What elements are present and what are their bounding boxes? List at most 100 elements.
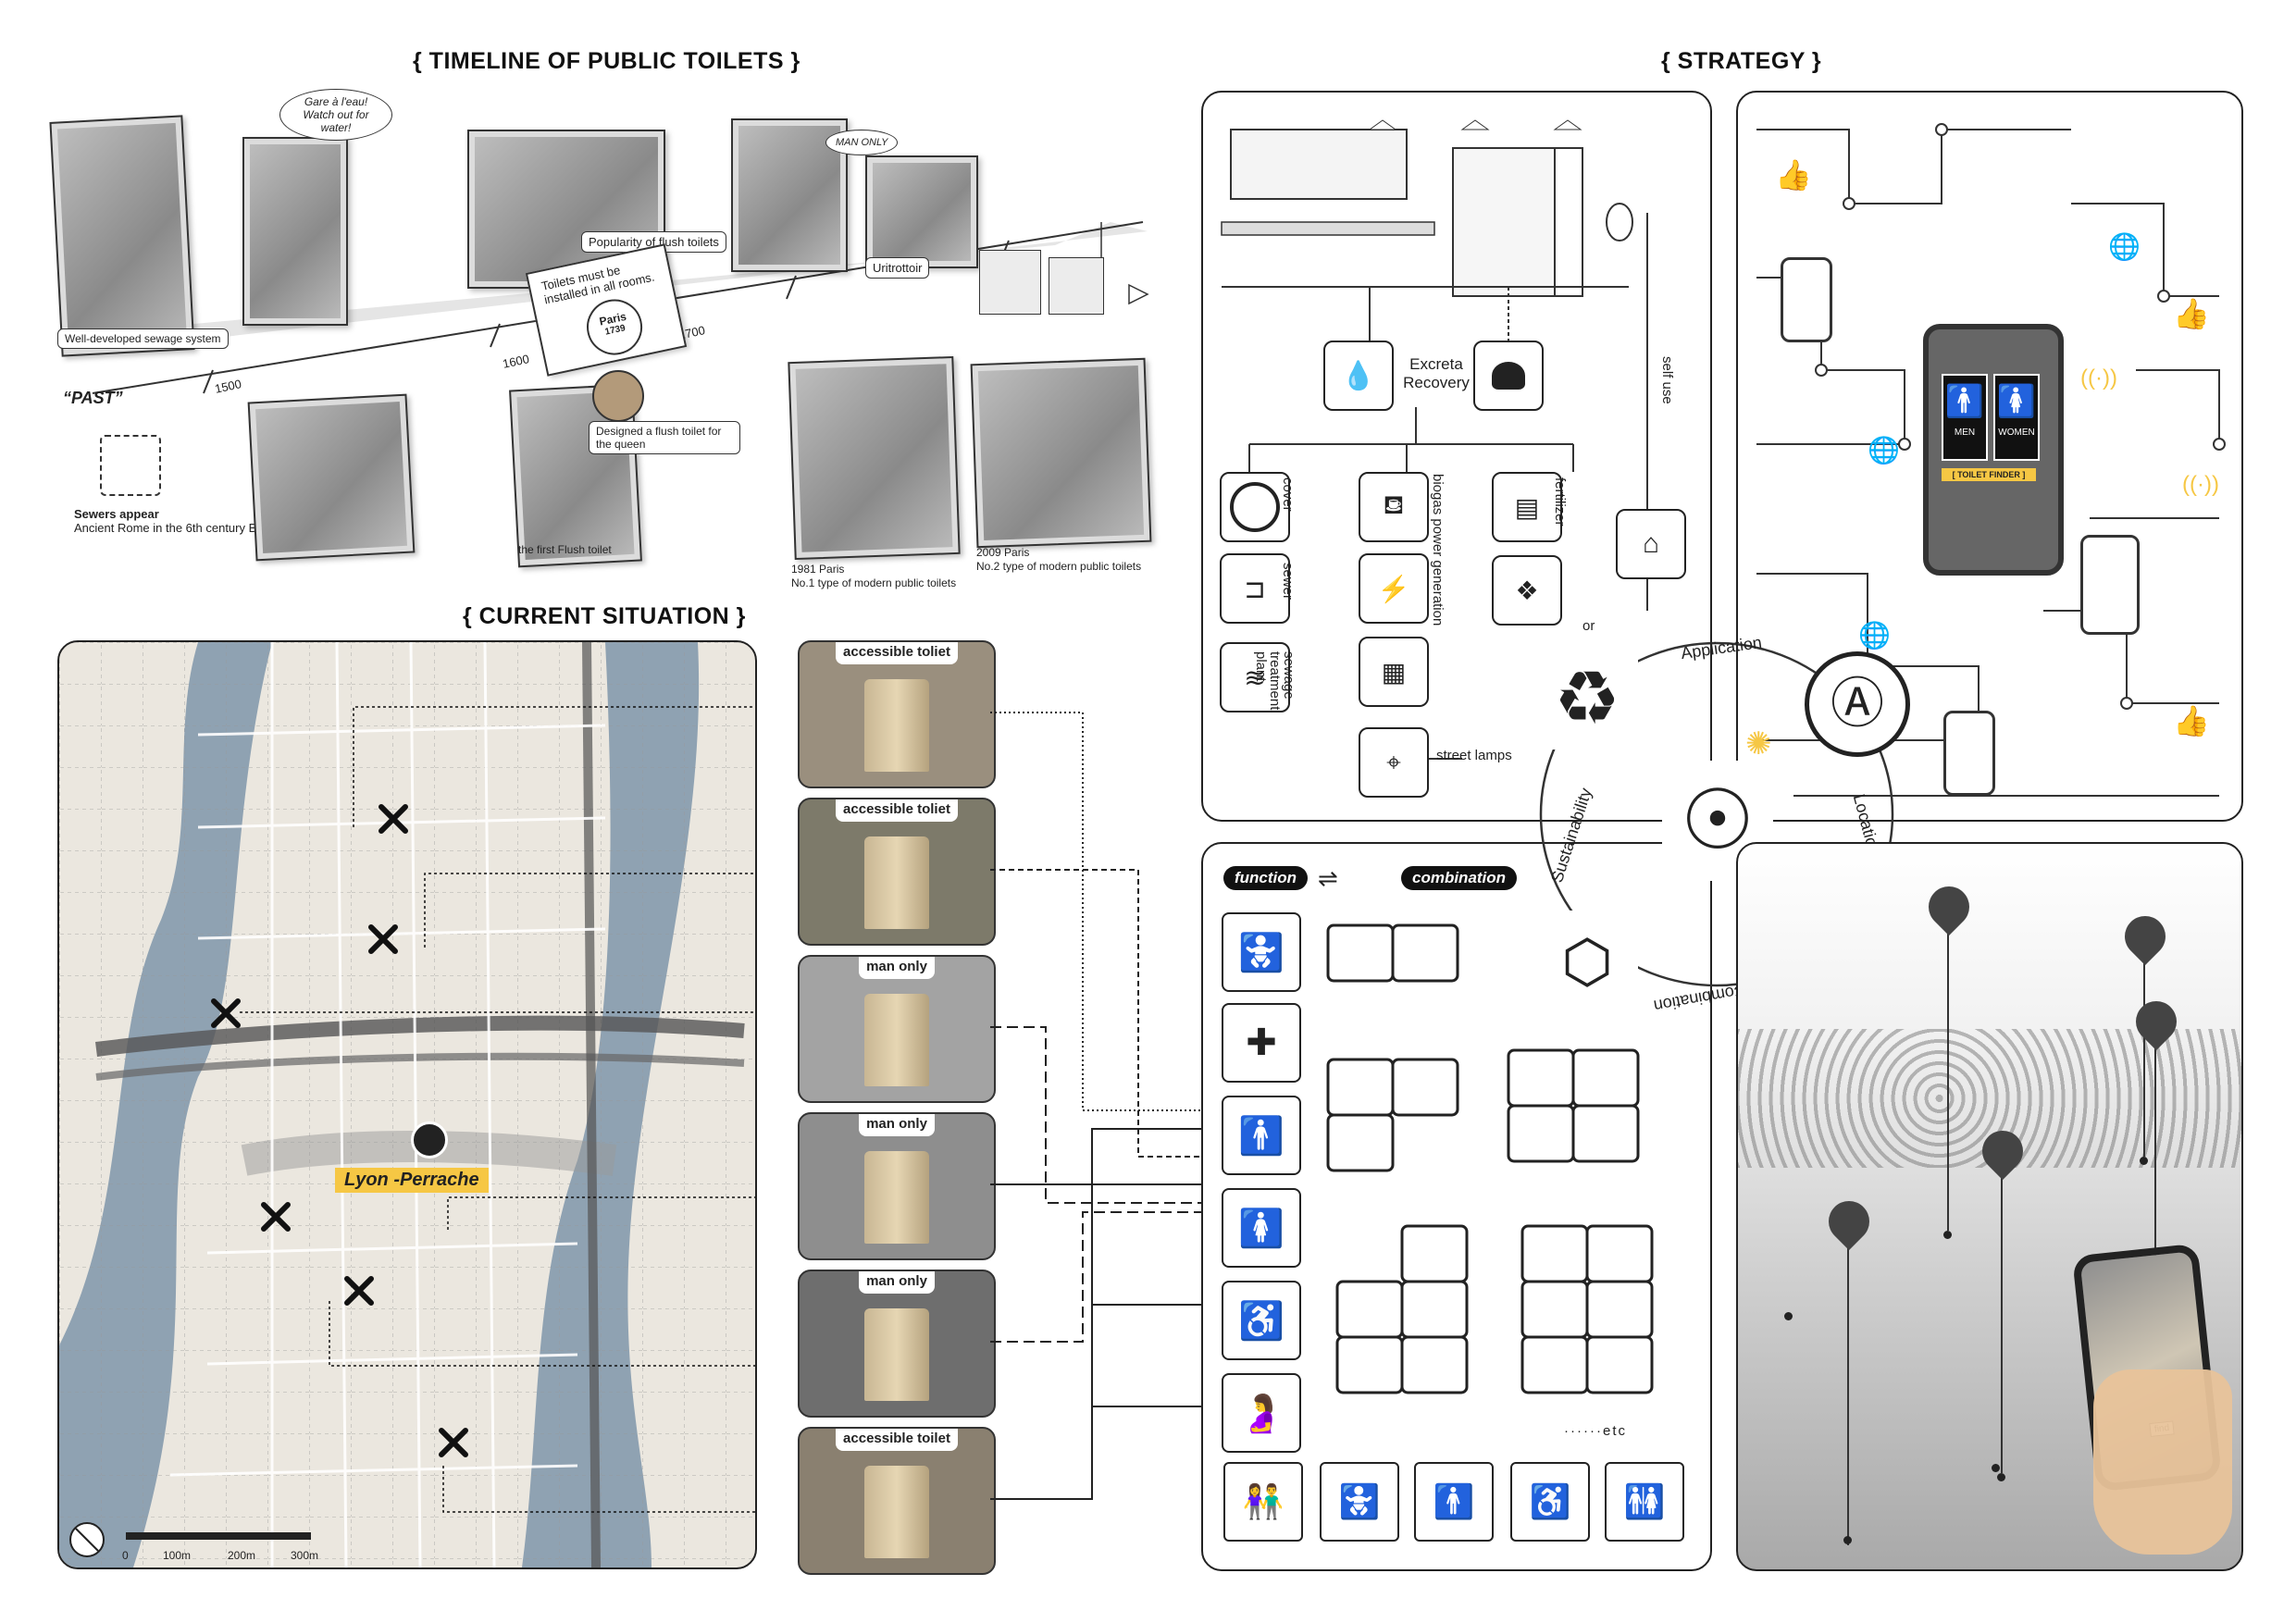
toilet-label: man only: [859, 1271, 935, 1294]
function-pregnant[interactable]: 🤰: [1222, 1373, 1301, 1453]
toilet-card-man-only-2[interactable]: man only: [798, 1112, 996, 1260]
sewer-cube-icon: [100, 435, 161, 496]
caption-sewers-appear: Sewers appear: [74, 507, 159, 521]
biogas-label: biogas power generation: [1430, 474, 1446, 626]
caption-2009-a: 2009 Paris: [976, 546, 1030, 559]
speech-gare: Gare à l'eau! Watch out for water!: [279, 89, 392, 141]
globe-icon: 🌐: [1858, 621, 1891, 650]
wifi-icon: ((·)): [2080, 365, 2117, 390]
phone-small-2-icon: [2080, 535, 2140, 635]
photo-paris-2009: [970, 357, 1152, 549]
combo-family-icon[interactable]: 👫: [1223, 1462, 1303, 1542]
recycle-icon: ♻: [1536, 648, 1638, 750]
self-use-label: self use: [1659, 356, 1675, 404]
treatment-plant-icon: ≋: [1220, 642, 1290, 712]
women-sign: 🚺 WOMEN: [1993, 374, 2040, 461]
function-first-aid[interactable]: ✚: [1222, 1003, 1301, 1083]
toilet-card-man-only-1[interactable]: man only: [798, 955, 996, 1103]
toilet-card-accessible-3[interactable]: accessible toilet: [798, 1427, 996, 1575]
station-label: Lyon -Perrache: [335, 1168, 489, 1193]
photo-medieval-window: [242, 137, 348, 326]
thumbs-up-icon: 👍: [1775, 158, 1812, 192]
hand-illustration: [2093, 1369, 2232, 1555]
men-sign: 🚹 MEN: [1942, 374, 1988, 461]
hexagon-cluster-icon: ⬡: [1536, 911, 1638, 1012]
power-generation-icon: ⚡: [1359, 553, 1429, 624]
station-pin-icon: [411, 1121, 448, 1158]
scale-100: 100m: [163, 1549, 192, 1562]
caption-1981-b: No.1 type of modern public toilets: [791, 576, 957, 589]
toilet-finder-panel: 🚹 MEN 🚺 WOMEN [ TOILET FINDER ] 👍 👍 👍 🌐 …: [1736, 91, 2243, 822]
function-man[interactable]: 🚹: [1222, 1096, 1301, 1175]
fertilizer-bag-icon: ▤: [1492, 472, 1562, 542]
sewer-label: sewer: [1280, 563, 1296, 601]
smartphone: 🚹 MEN 🚺 WOMEN [ TOILET FINDER ]: [1923, 324, 2064, 576]
planter-box-1: [979, 250, 1041, 315]
queen-portrait: [592, 370, 644, 422]
treatment-plant-label: sewage treatment plant: [1253, 651, 1297, 711]
water-drops-icon: 💧: [1323, 341, 1394, 411]
caption-sewage: Well-developed sewage system: [57, 328, 229, 349]
biogas-tank-icon: ⛾: [1359, 472, 1429, 542]
etc-label: ······etc: [1564, 1423, 1627, 1439]
toilet-label: man only: [859, 957, 935, 979]
toilet-label: man only: [859, 1114, 935, 1136]
scale-200: 200m: [228, 1549, 256, 1562]
washroom-drawing: [1221, 119, 1648, 760]
soil-plant-icon: ❖: [1492, 555, 1562, 626]
city-3d-panel: [1736, 842, 2243, 1571]
brain-idea-icon: ☉: [1662, 761, 1773, 881]
street-lamp-icon: ⌖: [1359, 727, 1429, 798]
caption-popularity: Popularity of flush toilets: [581, 231, 726, 253]
caption-ancient-rome: Ancient Rome in the 6th century BC: [74, 521, 266, 535]
cover-label: cover: [1280, 477, 1296, 512]
globe-icon: 🌐: [2108, 232, 2141, 261]
city-map[interactable]: Lyon -Perrache 0 100m 200m 300m: [57, 640, 757, 1569]
app-store-icon: Ⓐ: [1805, 651, 1910, 757]
toilet-card-accessible-2[interactable]: accessible toliet: [798, 798, 996, 946]
scale-0: 0: [122, 1549, 129, 1562]
speech-man-only: MAN ONLY: [825, 130, 899, 155]
photo-engraving: [247, 393, 416, 562]
combo-baby-change-icon[interactable]: 🚼: [1320, 1462, 1399, 1542]
toilet-finder-label: [ TOILET FINDER ]: [1942, 468, 2036, 481]
combo-urinal-icon[interactable]: 🚻: [1605, 1462, 1684, 1542]
feces-icon: [1473, 341, 1544, 411]
excreta-label: Excreta Recovery: [1403, 355, 1470, 391]
phone-small-1-icon: [1781, 257, 1832, 342]
function-wheelchair[interactable]: ♿: [1222, 1281, 1301, 1360]
photo-pissoir: [731, 118, 848, 272]
caption-uritrottoir: Uritrottoir: [865, 257, 930, 279]
toilet-card-accessible-1[interactable]: accessible toliet: [798, 640, 996, 788]
or-label: or: [1582, 618, 1595, 634]
street-lamps-label: street lamps: [1436, 748, 1512, 763]
photo-uritrottoir: [865, 155, 978, 268]
caption-1981-a: 1981 Paris: [791, 563, 845, 576]
sewer-pipe-icon: ⊐: [1220, 553, 1290, 624]
photo-ancient-street: [49, 115, 195, 357]
toilet-function-connectors: [990, 712, 1222, 1500]
scale-300: 300m: [291, 1549, 319, 1562]
combo-man-icon[interactable]: 🚹: [1414, 1462, 1494, 1542]
puzzle-combinations: [1326, 923, 1654, 1394]
toilet-label: accessible toliet: [836, 799, 958, 822]
photo-paris-1981: [788, 355, 961, 561]
combination-pill: combination: [1401, 866, 1518, 890]
exchange-arrows-icon: ⇌: [1318, 864, 1338, 892]
caption-queen: Designed a flush toilet for the queen: [589, 421, 740, 454]
combo-assist-icon[interactable]: ♿: [1510, 1462, 1590, 1542]
planter-box-2: [1049, 257, 1104, 315]
lightbulb-icon: ✺: [1745, 726, 1772, 762]
function-pill: function: [1223, 866, 1309, 890]
function-woman[interactable]: 🚺: [1222, 1188, 1301, 1268]
function-baby-care[interactable]: 🚼: [1222, 912, 1301, 992]
toilet-card-man-only-3[interactable]: man only: [798, 1270, 996, 1418]
past-label: “PAST”: [63, 389, 123, 407]
caption-2009-b: No.2 type of modern public toilets: [976, 560, 1142, 573]
fertilizer-label: fertilizer: [1552, 477, 1568, 527]
paris-seal: Paris 1739: [581, 293, 648, 361]
phone-small-3-icon: [1943, 711, 1995, 796]
timeline-title: { TIMELINE OF PUBLIC TOILETS }: [413, 48, 800, 74]
map-drawing: [59, 642, 755, 1567]
house-icon: ⌂: [1616, 509, 1686, 579]
